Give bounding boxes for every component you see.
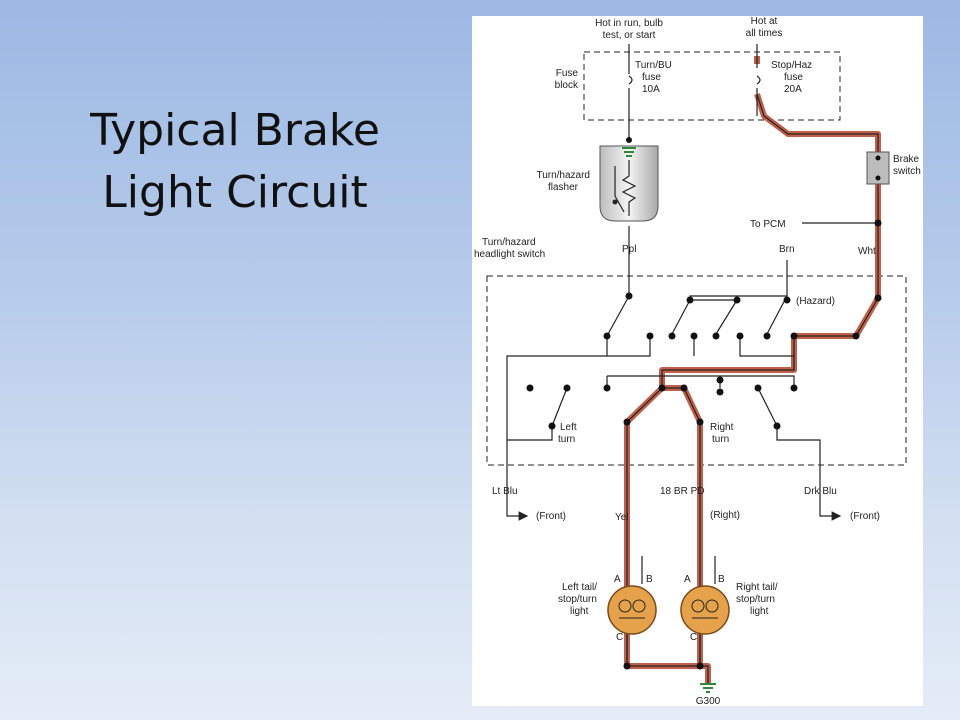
right-lamp-label-1: Right tail/ (736, 582, 778, 593)
fuse-left-label-2: fuse (642, 72, 661, 83)
slide-title: Typical Brake Light Circuit (40, 100, 430, 224)
right-turn-label-2: turn (712, 434, 729, 445)
brake-switch-label-2: switch (893, 166, 921, 177)
wire-yel-label: Yel (615, 512, 629, 523)
ground-symbol (700, 683, 716, 693)
slide-title-line2: Light Circuit (102, 167, 368, 218)
fuse-block-label-2: block (555, 80, 579, 91)
right-lamp-pin-a: A (684, 574, 691, 585)
flasher-label-1: Turn/hazard (536, 170, 590, 181)
circuit-diagram-panel: Hot in run, bulb test, or start Hot at a… (472, 16, 923, 707)
right-tail-stop-turn-lamp (680, 585, 730, 635)
fuse-left-label-1: Turn/BU (635, 60, 672, 71)
switch-label-2: headlight switch (474, 249, 545, 260)
switch-label-1: Turn/hazard (482, 237, 536, 248)
right-lamp-pin-b: B (718, 574, 725, 585)
hazard-label: (Hazard) (796, 296, 835, 307)
source-right-label-1: Hot at (751, 16, 778, 27)
right-lamp-label-3: light (750, 606, 769, 617)
turn-hazard-flasher (599, 145, 659, 222)
source-left-label-1: Hot in run, bulb (595, 18, 663, 29)
fuse-right-label-1: Stop/Haz (771, 60, 812, 71)
circuit-diagram: Hot in run, bulb test, or start Hot at a… (474, 16, 921, 707)
front-left-label: (Front) (536, 511, 566, 522)
right-lamp-label-2: stop/turn (736, 594, 775, 605)
source-right-label-2: all times (746, 28, 783, 39)
right-turn-label-1: Right (710, 422, 734, 433)
wire-lt-blu-label: Lt Blu (492, 486, 518, 497)
fuse-right-label-2: fuse (784, 72, 803, 83)
flasher-label-2: flasher (548, 182, 579, 193)
left-lamp-pin-b: B (646, 574, 653, 585)
right-note-label: (Right) (710, 510, 740, 521)
left-tail-stop-turn-lamp (607, 585, 657, 635)
to-pcm-label: To PCM (750, 219, 786, 230)
brake-switch-label-1: Brake (893, 154, 920, 165)
right-lamp-pin-c: C (690, 632, 697, 643)
slide-title-line1: Typical Brake (90, 105, 380, 156)
source-left-label-2: test, or start (603, 30, 656, 41)
switch-box (486, 275, 907, 466)
left-turn-label-2: turn (558, 434, 575, 445)
left-lamp-label-3: light (570, 606, 589, 617)
front-right-label: (Front) (850, 511, 880, 522)
wire-br-pd-label: 18 BR PD (660, 486, 704, 497)
wire-dk-blu-label: Drk Blu (804, 486, 837, 497)
junction-dots (526, 137, 882, 670)
fuse-right-label-3: 20A (784, 84, 802, 95)
left-turn-label-1: Left (560, 422, 577, 433)
fuse-block-box (583, 51, 841, 121)
wire-ppl-label: Ppl (622, 244, 636, 255)
left-lamp-pin-c: C (616, 632, 623, 643)
ground-label: G300 (696, 696, 721, 706)
left-lamp-label-1: Left tail/ (562, 582, 597, 593)
fuse-left-label-3: 10A (642, 84, 660, 95)
left-lamp-label-2: stop/turn (558, 594, 597, 605)
brake-switch (866, 151, 890, 185)
fuse-block-label-1: Fuse (556, 68, 579, 79)
left-lamp-pin-a: A (614, 574, 621, 585)
wire-brn-label: Brn (779, 244, 795, 255)
wire-wht-label: Wht (858, 246, 876, 257)
